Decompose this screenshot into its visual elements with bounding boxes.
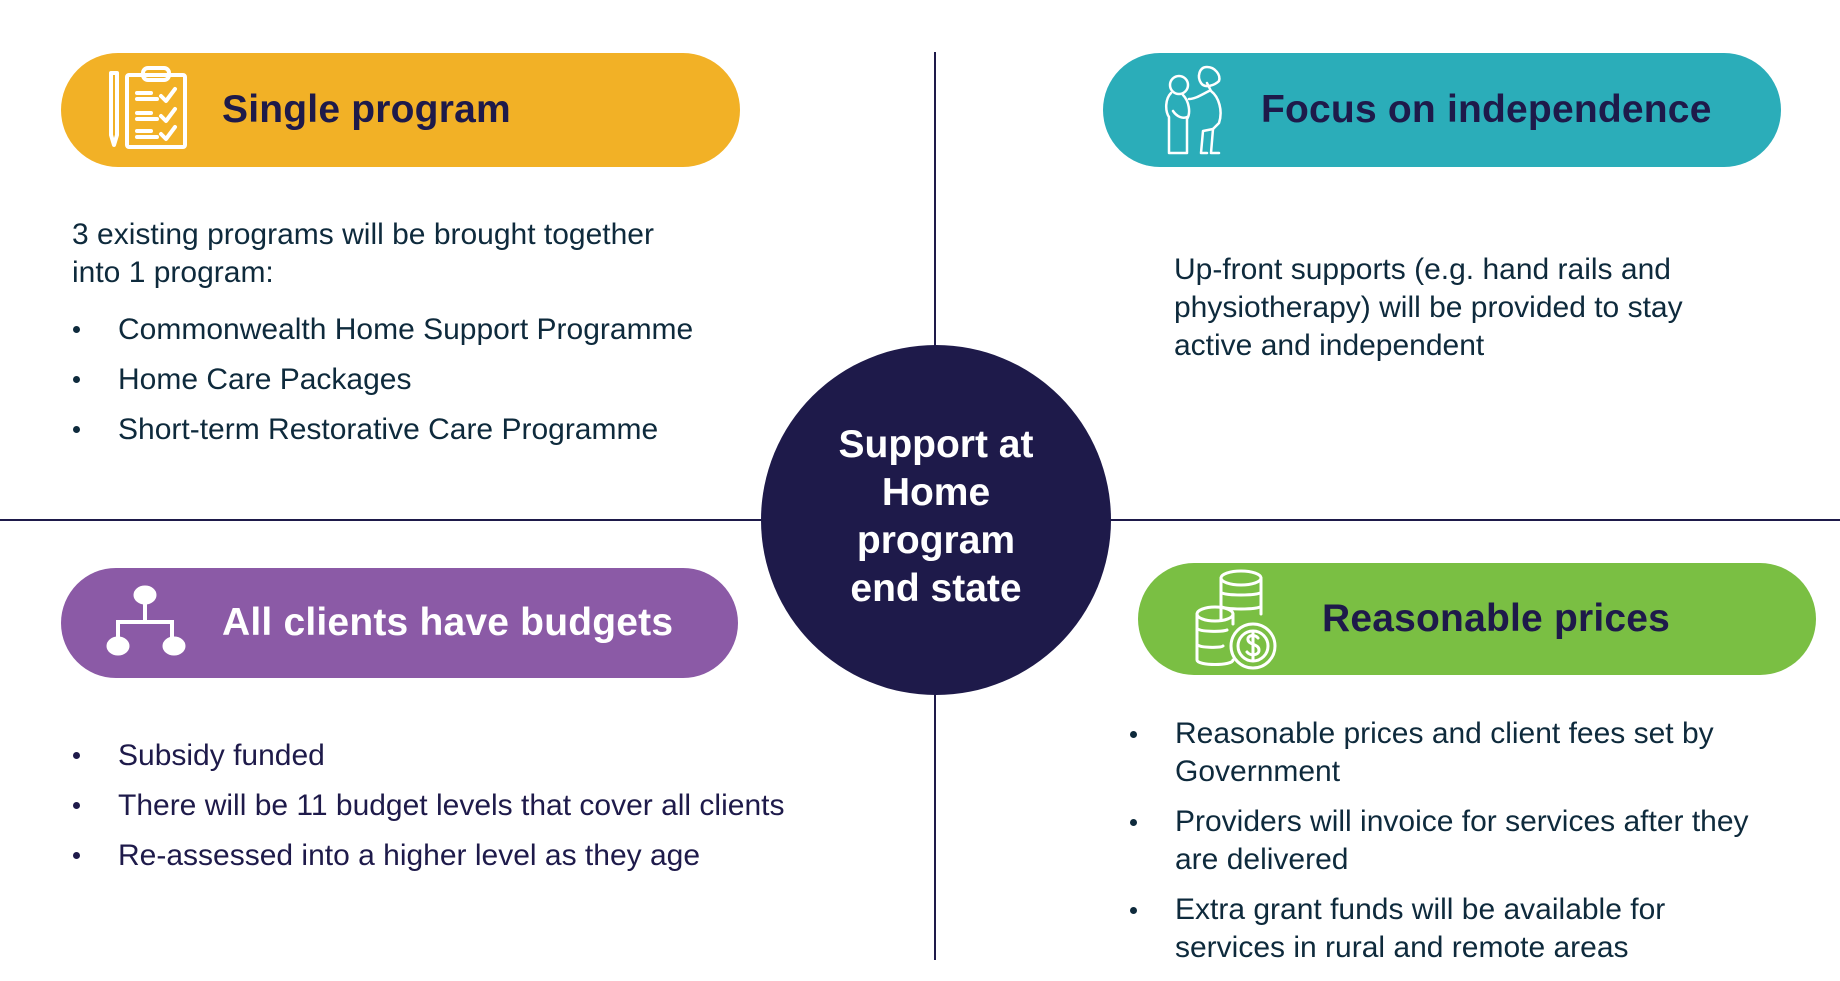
clipboard-checklist-icon: [105, 65, 189, 156]
reasonable-prices-header: Reasonable prices: [1138, 563, 1816, 675]
list-item: There will be 11 budget levels that cove…: [73, 781, 784, 831]
list-item-text: Providers will invoice for services afte…: [1175, 805, 1749, 838]
list-item: Providers will invoice for services afte…: [1130, 803, 1749, 879]
all-clients-have-budgets-title: All clients have budgets: [222, 601, 674, 644]
carer-assisting-elderly-icon: [1161, 61, 1235, 164]
list-item-text: Commonwealth Home Support Programme: [118, 313, 694, 346]
center-title: Support at Home program end state: [838, 423, 1034, 610]
prices-list: Reasonable prices and client fees set by…: [1130, 715, 1749, 967]
list-item-text: services in rural and remote areas: [1175, 931, 1629, 964]
bullet-icon: [1130, 731, 1137, 738]
single-program-intro: 3 existing programs will be brought toge…: [72, 216, 654, 292]
list-item-text: Government: [1175, 755, 1341, 788]
all-clients-have-budgets-header: All clients have budgets: [61, 568, 738, 678]
hierarchy-tree-icon: [105, 582, 189, 667]
single-program-list: Commonwealth Home Support Programme Home…: [73, 305, 693, 455]
list-item-text: Home Care Packages: [118, 363, 412, 396]
list-item: Extra grant funds will be available for s…: [1130, 891, 1749, 967]
bullet-icon: [73, 326, 80, 333]
list-item: Short-term Restorative Care Programme: [73, 405, 693, 455]
bullet-icon: [73, 752, 80, 759]
bullet-icon: [73, 802, 80, 809]
focus-on-independence-header: Focus on independence: [1103, 53, 1781, 167]
coin-stacks-dollar-icon: [1193, 568, 1285, 677]
list-item: Re-assessed into a higher level as they …: [73, 831, 784, 881]
list-item-text: Extra grant funds will be available for: [1175, 893, 1666, 926]
list-item: Home Care Packages: [73, 355, 693, 405]
list-item-text: Short-term Restorative Care Programme: [118, 413, 659, 446]
bullet-icon: [1130, 819, 1137, 826]
list-item-text: There will be 11 budget levels that cove…: [118, 789, 785, 822]
single-program-title: Single program: [222, 88, 511, 131]
list-item-text: Re-assessed into a higher level as they …: [118, 839, 701, 872]
list-item: Subsidy funded: [73, 731, 784, 781]
intro-line: into 1 program:: [72, 256, 274, 289]
budgets-list: Subsidy funded There will be 11 budget l…: [73, 731, 784, 881]
list-item: Commonwealth Home Support Programme: [73, 305, 693, 355]
intro-line: 3 existing programs will be brought toge…: [72, 218, 654, 251]
body-line: Up-front supports (e.g. hand rails and: [1174, 253, 1671, 286]
bullet-icon: [73, 376, 80, 383]
list-item-text: are delivered: [1175, 843, 1349, 876]
bullet-icon: [73, 426, 80, 433]
list-item-text: Subsidy funded: [118, 739, 325, 772]
center-circle: Support at Home program end state: [761, 345, 1111, 695]
reasonable-prices-title: Reasonable prices: [1322, 597, 1671, 640]
list-item-text: Reasonable prices and client fees set by: [1175, 717, 1714, 750]
focus-on-independence-body: Up-front supports (e.g. hand rails and p…: [1174, 251, 1683, 365]
bullet-icon: [73, 852, 80, 859]
single-program-header: Single program: [61, 53, 740, 167]
bullet-icon: [1130, 907, 1137, 914]
body-line: active and independent: [1174, 329, 1485, 362]
list-item: Reasonable prices and client fees set by…: [1130, 715, 1749, 791]
body-line: physiotherapy) will be provided to stay: [1174, 291, 1683, 324]
focus-on-independence-title: Focus on independence: [1261, 88, 1712, 131]
